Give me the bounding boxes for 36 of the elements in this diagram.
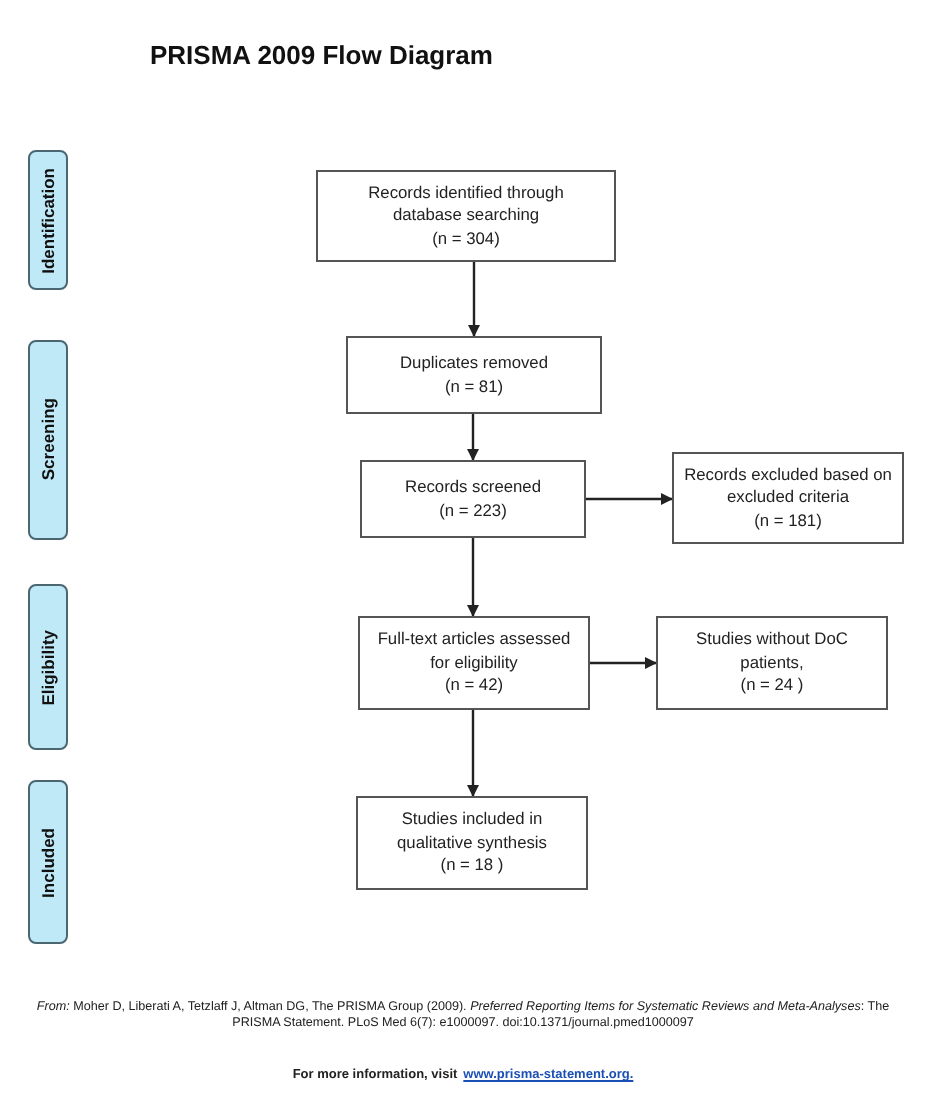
stage-band (28, 780, 68, 944)
stage-band (28, 150, 68, 290)
process-box (360, 460, 586, 538)
arrow (590, 657, 657, 669)
box-text: Full-text articles assessed for eligibility (375, 628, 573, 675)
box-text: Studies included in qualitative synthesis (395, 808, 549, 855)
count-text: (n = 42) (444, 674, 504, 698)
process-box (356, 796, 588, 890)
count-text: (n = 24 ) (740, 674, 804, 698)
count-text: (n = 223) (439, 499, 507, 522)
arrow (467, 538, 479, 617)
box-text: Records screened (405, 476, 541, 499)
box-text: Studies without DoC patients, (694, 628, 850, 675)
process-box (316, 170, 616, 262)
count-text: (n = 18 ) (440, 854, 504, 878)
box-text: Records identified through database searching (366, 181, 566, 228)
process-box (656, 616, 888, 710)
stage-label: Included (38, 827, 58, 897)
stage-band (28, 340, 68, 540)
diagram-title: PRISMA 2009 Flow Diagram (150, 40, 493, 70)
arrow (468, 262, 480, 337)
box-text: Duplicates removed (399, 352, 548, 375)
arrow (586, 493, 673, 505)
stage-label: Screening (38, 398, 58, 482)
count-text: (n = 304) (432, 227, 500, 251)
count-text: (n = 181) (754, 509, 822, 533)
process-box (672, 452, 904, 544)
count-text: (n = 81) (444, 375, 504, 398)
arrow (467, 414, 479, 461)
process-box (346, 336, 602, 414)
stage-band (28, 584, 68, 750)
process-box (358, 616, 590, 710)
stage-label: Eligibility (38, 629, 58, 705)
stage-label: Identification (38, 167, 58, 273)
box-text: Records excluded based on excluded criteria (682, 463, 894, 510)
arrow (467, 710, 479, 797)
